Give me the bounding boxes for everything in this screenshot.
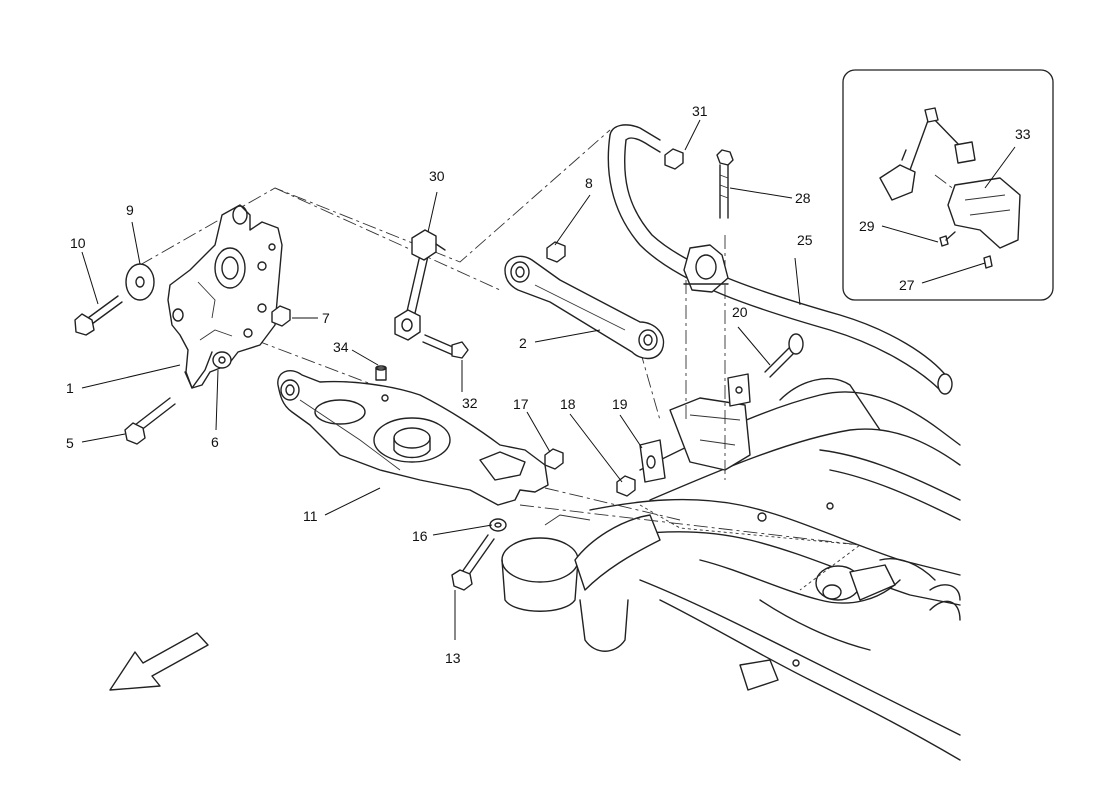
callout-8: 8 [585, 175, 593, 191]
washer-6 [212, 351, 232, 369]
bolt-10 [74, 295, 123, 336]
callout-19: 19 [612, 396, 628, 412]
callout-31: 31 [692, 103, 708, 119]
rear-knuckle [167, 204, 283, 389]
washer-19 [639, 439, 666, 483]
leader-lines [81, 119, 1016, 640]
bolt-20 [727, 333, 804, 407]
callout-27: 27 [899, 277, 915, 293]
callout-17: 17 [513, 396, 529, 412]
nut-17 [544, 448, 564, 470]
inset-box [842, 69, 1054, 301]
callout-33: 33 [1015, 126, 1031, 142]
callout-18: 18 [560, 396, 576, 412]
bolt-13 [451, 534, 495, 591]
callout-32: 32 [462, 395, 478, 411]
bolt-32 [422, 334, 469, 359]
callout-25: 25 [797, 232, 813, 248]
callout-2: 2 [519, 335, 527, 351]
callout-labels: 1 2 5 6 7 8 9 10 11 13 16 17 18 19 20 25… [66, 103, 1031, 666]
callout-5: 5 [66, 435, 74, 451]
callout-11: 11 [303, 508, 318, 524]
rear-subframe [501, 378, 961, 761]
callout-6: 6 [211, 434, 219, 450]
nut-7 [271, 305, 291, 327]
stabilizer-link-30 [394, 229, 446, 341]
nut-31 [664, 148, 684, 170]
lower-arm-11 [277, 370, 549, 506]
upper-arm-2 [504, 255, 665, 360]
callout-28: 28 [795, 190, 811, 206]
nut-8 [546, 241, 566, 263]
stabilizer-bar [607, 124, 953, 395]
callout-9: 9 [126, 202, 134, 218]
bolt-5 [124, 397, 176, 445]
callout-1: 1 [66, 380, 74, 396]
callout-34: 34 [333, 339, 349, 355]
bolt-28 [716, 149, 734, 219]
callout-30: 30 [429, 168, 445, 184]
callout-10: 10 [70, 235, 86, 251]
callout-16: 16 [412, 528, 428, 544]
callout-29: 29 [859, 218, 875, 234]
washer-9 [125, 263, 155, 301]
front-direction-arrow-icon [109, 632, 209, 691]
plug-34 [375, 365, 387, 381]
callout-20: 20 [732, 304, 748, 320]
callout-7: 7 [322, 310, 330, 326]
callout-13: 13 [445, 650, 461, 666]
washer-16 [489, 518, 507, 532]
